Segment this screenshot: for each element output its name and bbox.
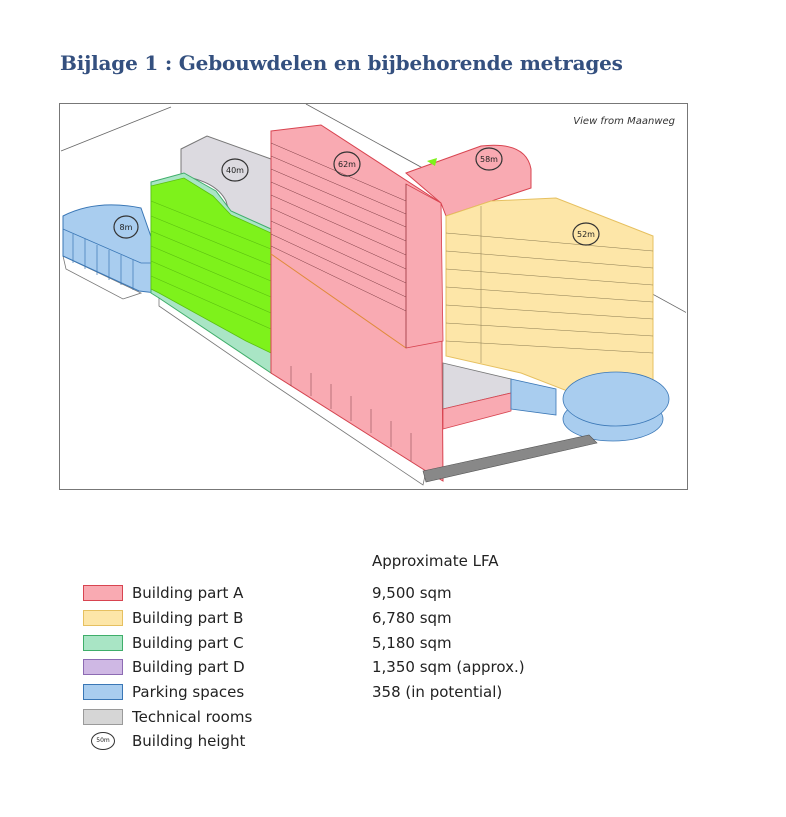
legend-label: Building part A — [132, 584, 244, 603]
lfa-header: Approximate LFA — [372, 552, 499, 570]
height-circle-icon-cell: 50m — [83, 729, 123, 754]
height-label-58m: 58m — [480, 155, 498, 164]
legend-swatch-cell — [83, 704, 132, 729]
legend-swatch-cell — [83, 581, 132, 606]
legend-swatch — [83, 708, 123, 725]
legend-swatch-cell — [83, 606, 132, 631]
building-diagram: 8m 40m 62m 58m 52m View from Maanweg — [59, 103, 688, 490]
legend-label: Technical rooms — [132, 707, 253, 726]
legend-label-height: Building height — [132, 732, 246, 751]
parking-right — [510, 378, 557, 416]
legend-value: 9,500 sqm — [372, 584, 452, 603]
legend-label: Parking spaces — [132, 683, 245, 702]
ramp — [422, 434, 598, 483]
legend-value: 358 (in potential) — [372, 683, 503, 702]
height-label-62m: 62m — [338, 160, 356, 169]
legend-swatch-cell — [83, 680, 132, 705]
height-circle-icon: 50m — [91, 732, 115, 751]
page-title: Bijlage 1 : Gebouwdelen en bijbehorende … — [60, 51, 623, 75]
legend-label: Building part D — [132, 658, 245, 677]
legend-swatch-cell — [83, 655, 132, 680]
legend-value-empty — [372, 704, 543, 729]
legend-value: 1,350 sqm (approx.) — [372, 658, 525, 677]
legend-value: 6,780 sqm — [372, 609, 452, 628]
height-label-52m: 52m — [577, 230, 595, 239]
building-massing-drawing: 8m 40m 62m 58m 52m View from Maanweg — [60, 104, 687, 486]
legend-swatch — [83, 659, 123, 676]
legend-value: 5,180 sqm — [372, 633, 452, 652]
legend-swatch-cell — [83, 630, 132, 655]
height-label-8m: 8m — [120, 223, 133, 232]
legend-value-empty — [372, 729, 543, 754]
legend-swatch — [83, 684, 123, 701]
view-label: View from Maanweg — [573, 116, 675, 127]
legend-label: Building part C — [132, 633, 244, 652]
legend-swatch — [83, 610, 123, 627]
legend-swatch — [83, 585, 123, 602]
legend-swatch — [83, 634, 123, 651]
height-label-40m: 40m — [226, 166, 244, 175]
legend-label: Building part B — [132, 609, 244, 628]
